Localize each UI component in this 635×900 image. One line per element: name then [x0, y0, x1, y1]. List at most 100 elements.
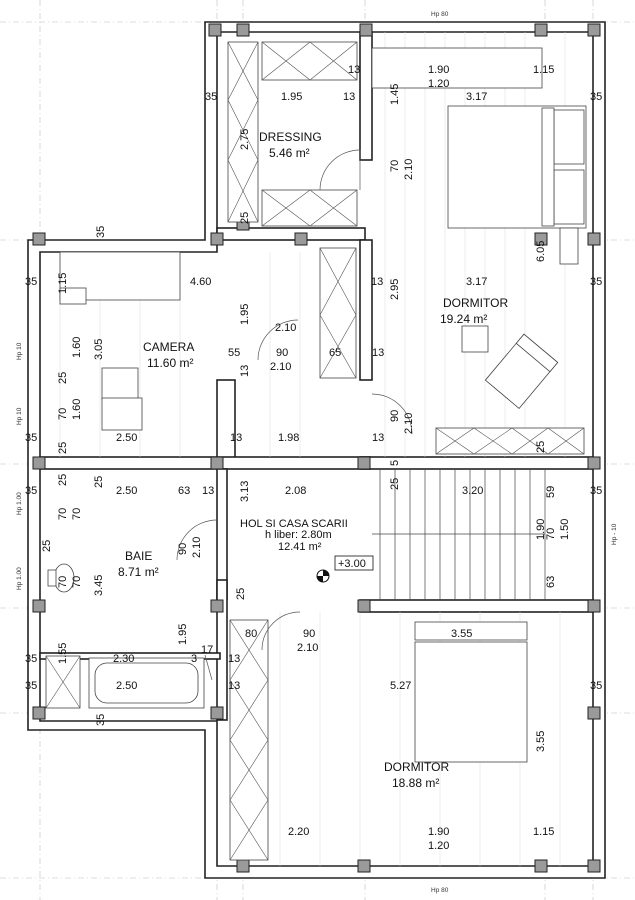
dim-label: 35 [590, 485, 602, 497]
axis-label-left-2: Hp 10 [16, 407, 23, 425]
dim-label: 1.90 [535, 519, 547, 540]
dim-label: 25 [239, 212, 251, 224]
dim-label: 2.10 [270, 361, 291, 373]
dim-label: 90 [389, 410, 401, 422]
room-labels: DRESSING 5.46 m² DORMITOR 19.24 m² CAMER… [118, 130, 508, 790]
room-dormitor-top-area: 19.24 m² [440, 312, 487, 326]
dim-label: 65 [329, 347, 341, 359]
dim-label: 17 [201, 644, 213, 656]
axis-label-bottom: Hp 80 [431, 887, 449, 894]
dim-label: 35 [25, 432, 37, 444]
dim-label: 1.60 [71, 399, 83, 420]
dim-label: 1.60 [71, 337, 83, 358]
dimensions: 1.90 1.15 1.20 13 35 1.95 13 3.17 35 35 … [25, 64, 602, 852]
room-dressing-area: 5.46 m² [269, 146, 310, 160]
dim-label: 70 [71, 576, 83, 588]
dim-label: 1.55 [57, 643, 69, 664]
axis-label-left-1: Hp 10 [16, 342, 23, 360]
dim-label: 70 [57, 408, 69, 420]
dim-label: 25 [235, 588, 247, 600]
room-dressing-name: DRESSING [259, 130, 322, 144]
dim-label: 80 [245, 628, 257, 640]
dim-label: 63 [178, 485, 190, 497]
dim-label: 35 [25, 680, 37, 692]
dim-label: 70 [57, 576, 69, 588]
dim-label: 2.10 [297, 642, 318, 654]
dim-label: 1.15 [533, 64, 554, 76]
dim-label: 3.55 [535, 731, 547, 752]
doors [176, 149, 413, 681]
dim-label: 25 [535, 441, 547, 453]
dim-label: 25 [389, 478, 401, 490]
dim-label: 35 [25, 653, 37, 665]
dim-label: 90 [177, 543, 189, 555]
dim-label: 2.50 [116, 432, 137, 444]
dim-label: 4.60 [190, 276, 211, 288]
level-mark-text: +3.00 [338, 558, 366, 570]
dim-label: 70 [71, 508, 83, 520]
floor-pattern [59, 32, 566, 866]
dim-label: 5 [389, 460, 401, 466]
dim-label: 2.08 [285, 485, 306, 497]
dim-label: 2.50 [116, 680, 137, 692]
axis-label-left-4: Hp 1.00 [16, 567, 23, 590]
dim-label: 13 [228, 653, 240, 665]
dim-label: 2.75 [239, 129, 251, 150]
dim-label: 13 [202, 485, 214, 497]
dim-label: 3.17 [466, 91, 487, 103]
dim-label: 13 [372, 347, 384, 359]
furniture [45, 47, 587, 763]
dim-label: 1.15 [57, 273, 69, 294]
dim-label: 2.95 [389, 279, 401, 300]
dim-label: 2.30 [113, 653, 134, 665]
dim-label: 35 [25, 485, 37, 497]
dim-label: 3.13 [239, 481, 251, 502]
room-camera-name: CAMERA [143, 340, 194, 354]
dim-label: 1.50 [559, 519, 571, 540]
dim-label: 70 [389, 160, 401, 172]
dim-label: 13 [228, 680, 240, 692]
dim-label: 3.20 [462, 485, 483, 497]
axis-label-left-3: Hp 1.00 [16, 492, 23, 515]
dim-label: 3.05 [93, 339, 105, 360]
dim-label: 25 [57, 372, 69, 384]
dim-label: 13 [372, 432, 384, 444]
dim-label: 2.10 [191, 537, 203, 558]
dim-label: 2.20 [288, 826, 309, 838]
dim-label: 13 [230, 432, 242, 444]
dim-label: 2.50 [116, 485, 137, 497]
room-baie-name: BAIE [125, 549, 152, 563]
dim-label: 1.20 [428, 840, 449, 852]
dim-label: 2.10 [275, 322, 296, 334]
dim-label: 1.45 [389, 84, 401, 105]
dim-label: 13 [343, 91, 355, 103]
dim-label: 70 [57, 508, 69, 520]
room-dormitor-bottom-name: DORMITOR [384, 760, 449, 774]
dim-label: 1.90 [428, 826, 449, 838]
dim-label: 35 [95, 226, 107, 238]
dim-label: 25 [57, 474, 69, 486]
dim-label: 3.45 [93, 575, 105, 596]
dimensions-vertical: 1.45 2.75 70 2.10 25 35 6.05 1.15 2.95 1… [41, 84, 571, 752]
dim-label: 3 [191, 653, 197, 665]
dim-label: 5.27 [390, 680, 411, 692]
dim-label: 1.95 [281, 91, 302, 103]
dim-label: 55 [228, 347, 240, 359]
axis-labels: Hp 80 Hp 80 Hp 10 Hp 10 Hp 1.00 Hp 1.00 … [16, 11, 618, 894]
dim-label: 59 [545, 486, 557, 498]
dim-label: 1.95 [239, 304, 251, 325]
room-hol-name: HOL SI CASA SCARII [240, 518, 348, 530]
dim-label: 35 [95, 714, 107, 726]
pillars [32, 23, 601, 873]
dim-label: 35 [590, 680, 602, 692]
axis-label-right: Hp - 10 [611, 523, 618, 545]
dim-label: 3.55 [451, 628, 472, 640]
dim-label: 25 [57, 442, 69, 454]
dim-label: 13 [239, 365, 251, 377]
wardrobes [227, 41, 585, 861]
dim-label: 25 [93, 476, 105, 488]
dim-label: 1.98 [278, 432, 299, 444]
dim-label: 1.15 [533, 826, 554, 838]
dim-label: 6.05 [535, 241, 547, 262]
room-dormitor-bottom-area: 18.88 m² [392, 776, 439, 790]
